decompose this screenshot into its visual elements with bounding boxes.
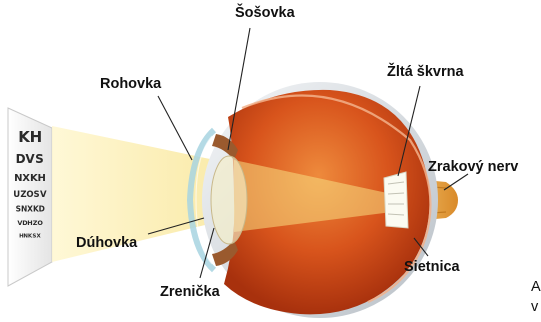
eye-chart-letter: O — [26, 190, 33, 200]
eye-chart-letter: S — [35, 152, 44, 166]
label-rohovka: Rohovka — [100, 77, 161, 92]
label-duhovka: Dúhovka — [76, 236, 137, 251]
eye-chart-letter: O — [37, 219, 43, 227]
lens — [211, 156, 247, 244]
leader-zrakovy-nerv — [444, 174, 468, 190]
cut-off-text-line2: v — [531, 300, 538, 315]
eye-chart-letter: H — [38, 173, 46, 184]
eye-chart-letter: D — [39, 205, 45, 214]
eye-chart-letter: S — [34, 190, 40, 200]
cut-off-text-line1: A — [531, 280, 541, 295]
eye-chart-letter: X — [36, 234, 41, 240]
eye-chart-letter: H — [30, 128, 43, 146]
label-sosovka: Šošovka — [235, 6, 295, 21]
eye-chart-letter: V — [25, 152, 35, 166]
eye-chart-letter: N — [14, 173, 22, 184]
label-zlta-skvrna: Žltá škvrna — [387, 65, 464, 80]
eye-chart-letter: U — [13, 190, 20, 200]
macula — [384, 172, 408, 228]
eye-chart-letter: V — [40, 190, 47, 200]
label-zrakovy-nerv: Zrakový nerv — [428, 160, 518, 175]
label-sietnica: Sietnica — [404, 260, 460, 275]
eye-chart-letter: D — [16, 152, 26, 166]
label-zrenicka: Zrenička — [160, 285, 220, 300]
